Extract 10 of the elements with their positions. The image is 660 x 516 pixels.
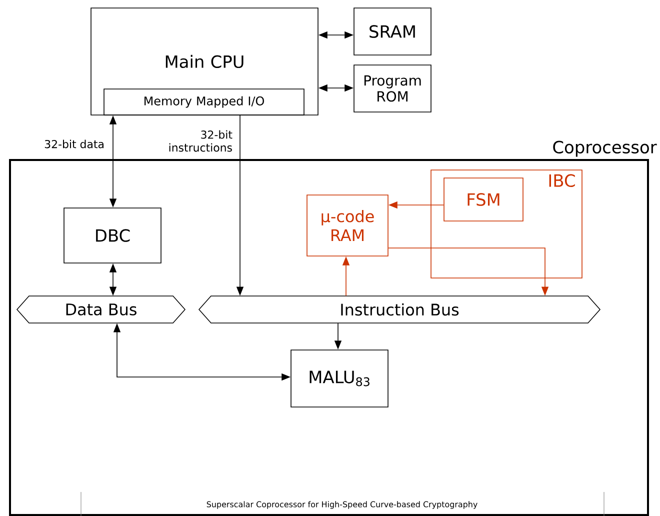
controller-box: DBC [64,208,162,264]
memory-box: Program ROM [354,64,432,112]
alu-box: MALU$_{83}$ [290,350,388,408]
state-machine-box: FSM [444,178,524,222]
memory-box: SRAM [354,8,432,56]
memory-box: μ-code RAM [306,194,388,256]
edge-label: 32-bit instructions [169,130,232,152]
interface-box: Memory Mapped I/O [104,88,304,116]
edge-label: 32-bit data [44,140,104,148]
node-label: Coprocessor [553,140,657,157]
